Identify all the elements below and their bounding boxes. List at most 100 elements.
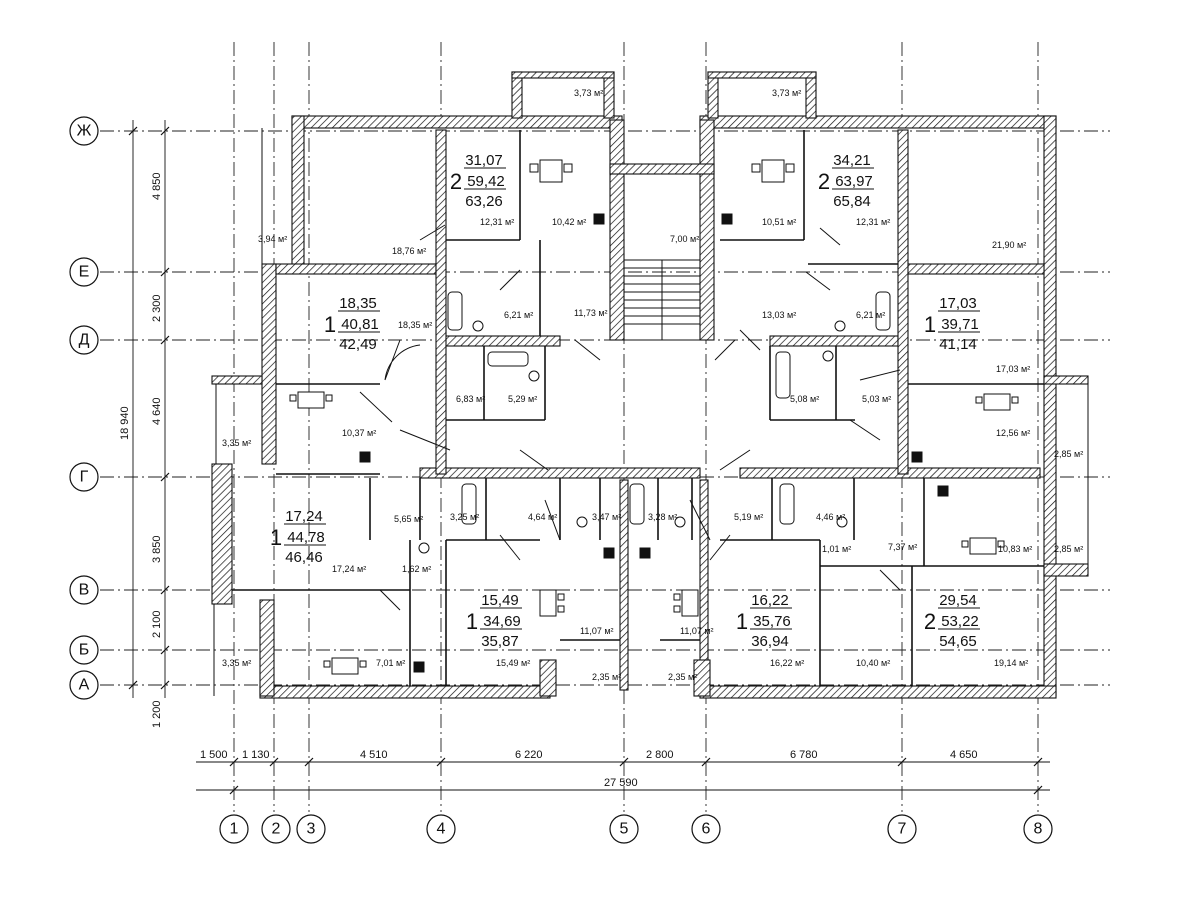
axis-bubble-v: В bbox=[69, 575, 99, 605]
bathtub-icon bbox=[629, 483, 645, 525]
dim-6220: 6 220 bbox=[515, 749, 543, 761]
apartment-gross-area: 46,46 bbox=[285, 549, 323, 566]
dining-table-icon bbox=[961, 537, 1005, 555]
room-area: 13,03 м² bbox=[762, 310, 796, 320]
room-area: 2,35 м² bbox=[668, 672, 697, 682]
apartment-summary: 29,54 2 53,22 54,65 bbox=[924, 592, 980, 650]
axis-bubble-b: Б bbox=[69, 635, 99, 665]
apartment-total-area: 63,97 bbox=[835, 173, 873, 190]
apartment-summary: 16,22 1 35,76 36,94 bbox=[736, 592, 792, 650]
axis-label-7: 7 bbox=[898, 821, 907, 838]
room-area: 3,47 м² bbox=[592, 512, 621, 522]
apartment-living-area: 29,54 bbox=[939, 592, 977, 609]
dim-1200: 1 200 bbox=[151, 700, 163, 728]
axis-label-1: 1 bbox=[230, 821, 239, 838]
apartment-gross-area: 42,49 bbox=[339, 336, 377, 353]
room-area: 2,35 м² bbox=[592, 672, 621, 682]
apartment-total-area: 39,71 bbox=[941, 316, 979, 333]
apartment-summary: 31,07 2 59,42 63,26 bbox=[450, 152, 506, 210]
apartment-summary: 17,03 1 39,71 41,14 bbox=[924, 295, 980, 353]
apartment-room-count: 1 bbox=[924, 312, 936, 337]
room-area: 3,25 м² bbox=[450, 512, 479, 522]
axis-bubble-a: А bbox=[69, 670, 99, 700]
stairwell bbox=[623, 259, 701, 341]
room-area: 3,73 м² bbox=[772, 88, 801, 98]
fixtures bbox=[289, 159, 1019, 675]
room-area: 1,01 м² bbox=[822, 544, 851, 554]
stove-icon bbox=[603, 547, 615, 559]
door-swings bbox=[359, 224, 901, 611]
apartment-summary: 17,24 1 44,78 46,46 bbox=[270, 508, 326, 566]
room-area: 3,28 м² bbox=[648, 512, 677, 522]
room-area: 3,73 м² bbox=[574, 88, 603, 98]
toilet-icon bbox=[418, 542, 430, 554]
apartment-total-area: 53,22 bbox=[941, 613, 979, 630]
apartment-total-area: 35,76 bbox=[753, 613, 791, 630]
apartment-gross-area: 54,65 bbox=[939, 633, 977, 650]
room-area: 17,24 м² bbox=[332, 564, 366, 574]
toilet-icon bbox=[576, 516, 588, 528]
dim-total-width: 27 590 bbox=[604, 777, 638, 789]
axis-label-5: 5 bbox=[620, 821, 629, 838]
axis-bubble-4: 4 bbox=[426, 814, 456, 844]
room-area: 5,03 м² bbox=[862, 394, 891, 404]
room-area: 11,73 м² bbox=[574, 308, 608, 318]
room-area: 7,01 м² bbox=[376, 658, 405, 668]
room-area: 10,83 м² bbox=[998, 544, 1032, 554]
apartment-room-count: 2 bbox=[924, 609, 936, 634]
axis-bubble-7: 7 bbox=[887, 814, 917, 844]
dim-1130: 1 130 bbox=[242, 749, 270, 761]
partitions bbox=[213, 128, 1089, 696]
bathtub-icon bbox=[461, 483, 477, 525]
dining-table-icon bbox=[289, 391, 333, 409]
apartment-living-area: 15,49 bbox=[481, 592, 519, 609]
room-area: 5,65 м² bbox=[394, 514, 423, 524]
dining-table-icon bbox=[539, 589, 565, 617]
bathtub-icon bbox=[875, 291, 891, 331]
room-area: 10,37 м² bbox=[342, 428, 376, 438]
room-area: 21,90 м² bbox=[992, 240, 1026, 250]
axis-bubble-zh: Ж bbox=[69, 116, 99, 146]
room-area: 2,85 м² bbox=[1054, 449, 1083, 459]
bathtub-icon bbox=[447, 291, 463, 331]
room-area: 6,83 м² bbox=[456, 394, 485, 404]
dimension-chain-bottom: 1 500 1 130 4 510 6 220 2 800 6 780 4 65… bbox=[196, 749, 1050, 795]
bathtub-icon bbox=[775, 351, 791, 399]
stove-icon bbox=[721, 213, 733, 225]
room-area: 3,35 м² bbox=[222, 438, 251, 448]
axis-label-2: 2 bbox=[272, 821, 281, 838]
room-area: 10,42 м² bbox=[552, 217, 586, 227]
axis-label-a: А bbox=[79, 677, 90, 694]
apartment-total-area: 44,78 bbox=[287, 529, 325, 546]
apartment-room-count: 2 bbox=[818, 169, 830, 194]
apartment-room-count: 2 bbox=[450, 169, 462, 194]
apartment-room-count: 1 bbox=[736, 609, 748, 634]
dim-4850: 4 850 bbox=[151, 172, 163, 200]
apartment-gross-area: 36,94 bbox=[751, 633, 789, 650]
axis-bubble-1: 1 bbox=[219, 814, 249, 844]
room-area: 6,21 м² bbox=[504, 310, 533, 320]
dim-6780: 6 780 bbox=[790, 749, 818, 761]
dim-2800: 2 800 bbox=[646, 749, 674, 761]
room-area: 3,35 м² bbox=[222, 658, 251, 668]
apartment-gross-area: 41,14 bbox=[939, 336, 977, 353]
dining-table-icon bbox=[975, 393, 1019, 411]
apartment-gross-area: 63,26 bbox=[465, 193, 503, 210]
apartment-summary: 34,21 2 63,97 65,84 bbox=[818, 152, 874, 210]
dim-4510: 4 510 bbox=[360, 749, 388, 761]
axis-bubble-e: Е bbox=[69, 257, 99, 287]
stove-icon bbox=[639, 547, 651, 559]
apartment-gross-area: 65,84 bbox=[833, 193, 871, 210]
axis-label-4: 4 bbox=[437, 821, 446, 838]
axis-bubble-3: 3 bbox=[296, 814, 326, 844]
room-area: 18,76 м² bbox=[392, 246, 426, 256]
stove-icon bbox=[413, 661, 425, 673]
room-area: 11,07 м² bbox=[580, 626, 614, 636]
apartment-summary: 15,49 1 34,69 35,87 bbox=[466, 592, 522, 650]
room-area: 5,19 м² bbox=[734, 512, 763, 522]
axis-label-6: 6 bbox=[702, 821, 711, 838]
axis-label-g: Г bbox=[80, 469, 89, 486]
axis-label-b: Б bbox=[79, 642, 90, 659]
apartment-summaries: 31,07 2 59,42 63,26 34,21 2 63,97 65,84 … bbox=[270, 152, 980, 650]
